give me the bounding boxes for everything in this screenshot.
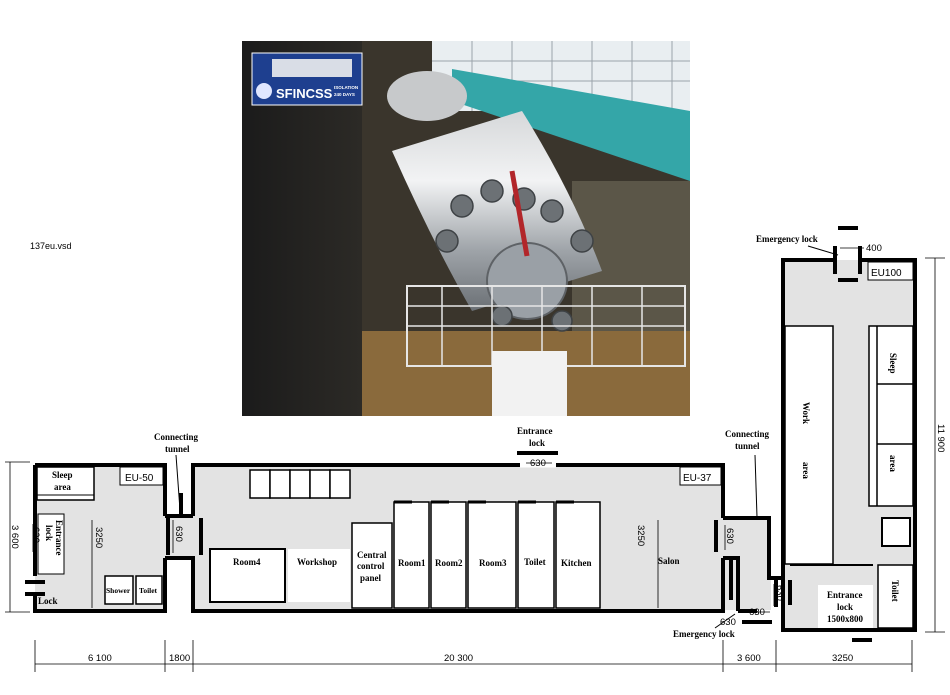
eu100-toilet: Toilet <box>890 580 900 602</box>
dim-3250-eu50: 3250 <box>93 527 104 548</box>
dim-11900: 11 900 <box>935 424 946 452</box>
dimension-lines <box>5 247 945 672</box>
eu37-kitchen: Kitchen <box>561 558 592 568</box>
photo-cyan-band <box>452 69 690 181</box>
photo-banner-graphic <box>272 59 352 77</box>
eu100-entrance-lock-3: 1500x800 <box>827 614 864 624</box>
dim-width-6100: 6 100 <box>88 653 112 664</box>
eu100-sleep: Sleep <box>888 353 898 374</box>
eu37-central-control-2: control <box>357 561 385 571</box>
dim-630-entrance-top: 630 <box>530 458 546 469</box>
callout-connecting-tunnel-left-2: tunnel <box>165 444 190 454</box>
dim-630-tunnel-right: 630 <box>774 585 785 601</box>
photo-red-stripe <box>509 170 530 257</box>
callout-entrance-lock-top-1: Entrance <box>517 426 553 436</box>
dim-width-3600: 3 600 <box>737 653 761 664</box>
eu50-entrance-lock-2: lock <box>44 525 54 541</box>
callout-emergency-lock-bottom: Emergency lock <box>673 629 735 639</box>
door-bars <box>25 226 872 642</box>
eu37-central-control-3: panel <box>360 573 382 583</box>
photo-banner-emblem <box>256 83 272 99</box>
photo-banner-subtitle-2: 240 DAYS <box>334 92 355 97</box>
callout-connecting-tunnel-left-1: Connecting <box>154 432 199 442</box>
module-walls <box>33 258 917 632</box>
eu100-work-area-2: area <box>801 462 811 479</box>
callout-entrance-lock-top-2: lock <box>529 438 545 448</box>
eu37-central-control-1: Central <box>357 550 387 560</box>
callout-emergency-lock-top: Emergency lock <box>756 234 818 244</box>
dim-630-bottom-left: 630 <box>720 617 736 628</box>
callout-connecting-tunnel-right-2: tunnel <box>735 441 760 451</box>
eu37-room2: Room2 <box>435 558 463 568</box>
dim-3600-left: 3 600 <box>9 525 20 549</box>
eu37-salon: Salon <box>658 556 680 566</box>
dim-width-3250: 3250 <box>832 653 853 664</box>
eu100-entrance-lock-2: lock <box>837 602 853 612</box>
eu37-room3: Room3 <box>479 558 507 568</box>
photo-banner-title: SFINCSS <box>276 86 333 101</box>
eu50-entrance-lock-1: Entrance <box>54 520 64 556</box>
eu50-tag: EU-50 <box>125 473 154 484</box>
eu100-tag-box <box>867 261 914 281</box>
dim-width-1800: 1800 <box>169 653 190 664</box>
eu100-work-area-1: Work <box>801 402 811 424</box>
file-name-label: 137eu.vsd <box>30 241 72 251</box>
eu37-room1: Room1 <box>398 558 426 568</box>
photo-white-panel <box>492 351 567 416</box>
eu37-tag: EU-37 <box>683 473 712 484</box>
eu100-area: area <box>888 455 898 472</box>
callout-connecting-tunnel-right-1: Connecting <box>725 429 770 439</box>
eu37-toilet: Toilet <box>524 557 546 567</box>
dim-630-emergency-bottom: 630 <box>749 607 765 618</box>
photo-banner-subtitle-1: ISOLATION <box>334 85 358 90</box>
dim-400: 400 <box>866 243 882 254</box>
eu50-sleep-area-1: Sleep <box>52 470 73 480</box>
dim-630-tunnel-left: 630 <box>173 526 184 542</box>
dim-630-eu50-lock: 630 <box>30 527 41 543</box>
eu50-toilet: Toilet <box>139 586 158 595</box>
photo-chamber-back <box>387 71 467 121</box>
eu50-sleep-area-2: area <box>54 482 71 492</box>
eu50-shower: Shower <box>106 586 131 595</box>
eu50-lock: Lock <box>38 596 58 606</box>
callout-leaders <box>175 245 839 629</box>
eu37-rooms <box>209 501 601 609</box>
eu37-tag-box <box>679 466 722 486</box>
eu100-entrance-lock-1: Entrance <box>827 590 863 600</box>
eu37-workshop: Workshop <box>297 557 337 567</box>
facility-photo: SFINCSS ISOLATION 240 DAYS <box>242 41 690 416</box>
dim-3250-eu37: 3250 <box>635 525 646 546</box>
eu37-bunks <box>249 469 351 499</box>
eu50-interior <box>36 466 163 605</box>
dim-width-20300: 20 300 <box>444 653 473 664</box>
eu100-furniture <box>784 325 914 629</box>
dim-630-eu37-right: 630 <box>724 528 735 544</box>
eu100-tag: EU100 <box>871 268 902 279</box>
eu50-tag-box <box>119 466 164 486</box>
eu37-room4: Room4 <box>233 557 261 567</box>
